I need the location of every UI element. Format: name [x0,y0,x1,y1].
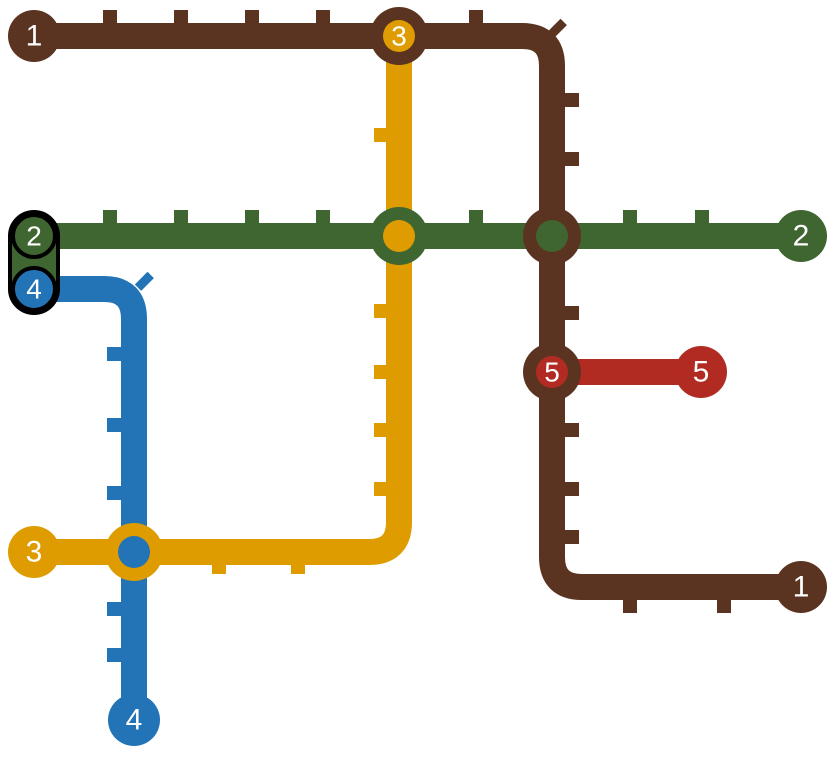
terminus-circle [8,10,60,62]
line-4-station-tick[interactable] [107,602,121,616]
line-3-station-tick[interactable] [374,128,388,142]
line-1-end-label: 1 [793,571,810,604]
line-1-station-tick[interactable] [316,10,330,24]
terminus-line1-end[interactable]: 1 [775,561,827,613]
line-1-station-tick[interactable] [174,10,188,24]
line-3-station-tick[interactable] [374,365,388,379]
interchange-inner-dot [536,220,568,252]
line-2-station-tick[interactable] [469,210,483,224]
line-1-station-tick[interactable] [565,152,579,166]
line-3-station-tick[interactable] [374,304,388,318]
line-1-station-tick[interactable] [717,599,731,613]
line-4-station-tick[interactable] [107,347,121,361]
line-5-start-label: 5 [544,357,560,388]
interchange-inner-dot [383,20,415,52]
terminus-line3-start[interactable]: 3 [8,526,60,578]
line-4-track [34,276,147,720]
line-4 [34,271,154,720]
line-4-ticks [107,271,154,662]
line-4-start-label: 4 [26,274,42,305]
line-1-station-tick[interactable] [623,599,637,613]
interchange-line2-line3[interactable] [370,207,428,265]
terminus-line5-end[interactable]: 5 [675,346,727,398]
line-1-station-tick[interactable] [469,10,483,24]
line-3-station-tick[interactable] [291,560,305,574]
interchange-line1-line2[interactable] [523,207,581,265]
line-1-station-tick[interactable] [565,423,579,437]
line-2-station-tick[interactable] [695,210,709,224]
line-2-start-label: 2 [26,221,42,252]
terminus-circle-line2 [11,213,57,259]
line-3-track [34,36,412,565]
line-1-station-tick[interactable] [103,10,117,24]
line-3-station-tick[interactable] [374,482,388,496]
terminus-line4-end[interactable]: 4 [108,694,160,746]
line-2-end-label: 2 [793,220,810,253]
line-1-ticks [103,10,731,613]
line-3-ticks [212,128,388,574]
interchange-line3-line4[interactable] [105,523,163,581]
terminus-circle [775,561,827,613]
line-3-station-tick[interactable] [212,560,226,574]
line-3-start-label: 3 [26,536,43,569]
line-2-station-tick[interactable] [103,210,117,224]
line-4-station-tick[interactable] [107,486,121,500]
line-2-station-tick[interactable] [316,210,330,224]
line-4-station-tick[interactable] [107,418,121,432]
line-1-station-tick[interactable] [245,10,259,24]
terminus-circle-line4 [11,266,57,312]
terminus-line2-end[interactable]: 2 [775,210,827,262]
line-4-end-label: 4 [126,704,143,737]
line-5-end-label: 5 [693,356,710,389]
shared-terminus-outline [8,210,60,315]
line-1-station-tick[interactable] [565,530,579,544]
line-1 [34,10,801,613]
line-1-station-tick[interactable] [565,93,579,107]
terminus-line2-line4-shared[interactable]: 2 4 [8,210,60,315]
terminus-circle [675,346,727,398]
terminus-circle [775,210,827,262]
line-2-station-tick[interactable] [174,210,188,224]
terminus-circle [8,526,60,578]
line-1-track [34,23,801,600]
interchange-inner-dot [383,220,415,252]
line-2-station-tick[interactable] [245,210,259,224]
line-1-start-label: 1 [26,20,43,53]
line-4-diagonal-tick[interactable] [134,271,154,291]
terminus-circle [108,694,160,746]
interchange-inner-dot [118,536,150,568]
interchange-line1-line3[interactable]: 3 [370,7,428,65]
line-2-ticks [103,210,709,224]
line-3 [34,36,412,574]
line-4-station-tick[interactable] [107,648,121,662]
interchange-line1-line5[interactable]: 5 [523,343,581,401]
line-1-diagonal-tick[interactable] [547,18,567,38]
interchange-inner-dot [536,356,568,388]
line-3-top-label: 3 [391,21,407,52]
line-1-station-tick[interactable] [565,482,579,496]
terminus-line1-start[interactable]: 1 [8,10,60,62]
line-2-station-tick[interactable] [623,210,637,224]
line-1-station-tick[interactable] [565,306,579,320]
line-3-station-tick[interactable] [374,423,388,437]
